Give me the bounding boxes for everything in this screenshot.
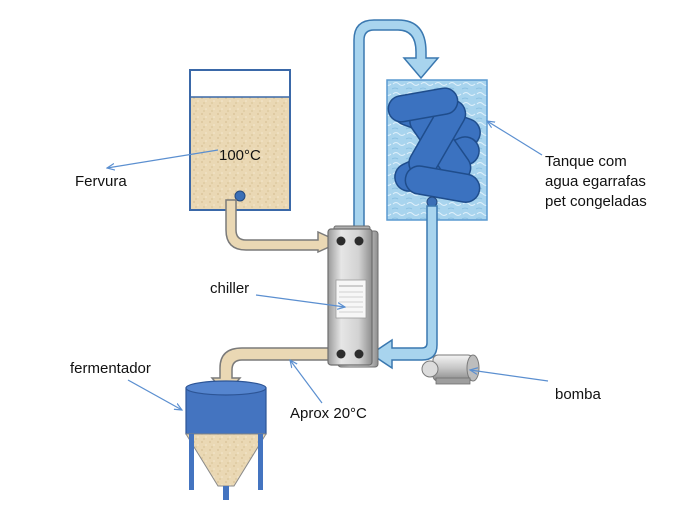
label-chiller: chiller <box>210 280 249 297</box>
label-tank-line1: Tanque com <box>545 153 627 170</box>
label-tank-line2: agua egarrafas <box>545 173 646 190</box>
leader-tank <box>487 121 543 156</box>
leader-temp-out <box>290 360 323 404</box>
label-temp-out: Aprox 20°C <box>290 405 367 422</box>
label-bomba: bomba <box>555 386 602 403</box>
fermenter-icon <box>185 380 267 500</box>
frozen-pet-bottles <box>387 87 481 203</box>
ice-tank-icon <box>386 79 488 221</box>
leader-chiller <box>255 294 345 307</box>
label-fermentador: fermentador <box>70 360 151 377</box>
leader-bomba <box>470 370 549 382</box>
label-temp-boil: 100°C <box>219 147 261 164</box>
kettle-icon <box>189 69 291 211</box>
label-tank-line3: pet congeladas <box>545 193 647 210</box>
label-fervura: Fervura <box>75 173 127 190</box>
leader-fervura <box>107 149 219 168</box>
water-return-pipe <box>369 205 438 370</box>
leader-fermentador <box>127 379 182 410</box>
water-supply-pipe <box>353 19 440 241</box>
plate-chiller-icon <box>327 225 379 368</box>
leader-lines <box>107 121 549 410</box>
